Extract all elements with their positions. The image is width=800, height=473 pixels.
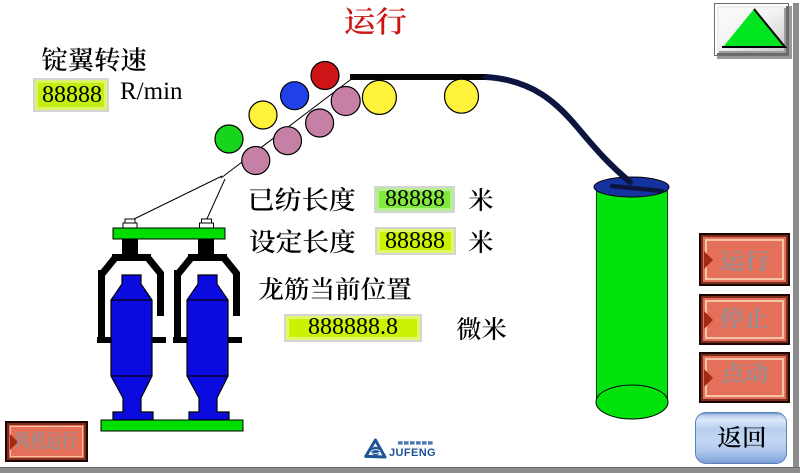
svg-text:JUFENG: JUFENG [389, 447, 436, 459]
